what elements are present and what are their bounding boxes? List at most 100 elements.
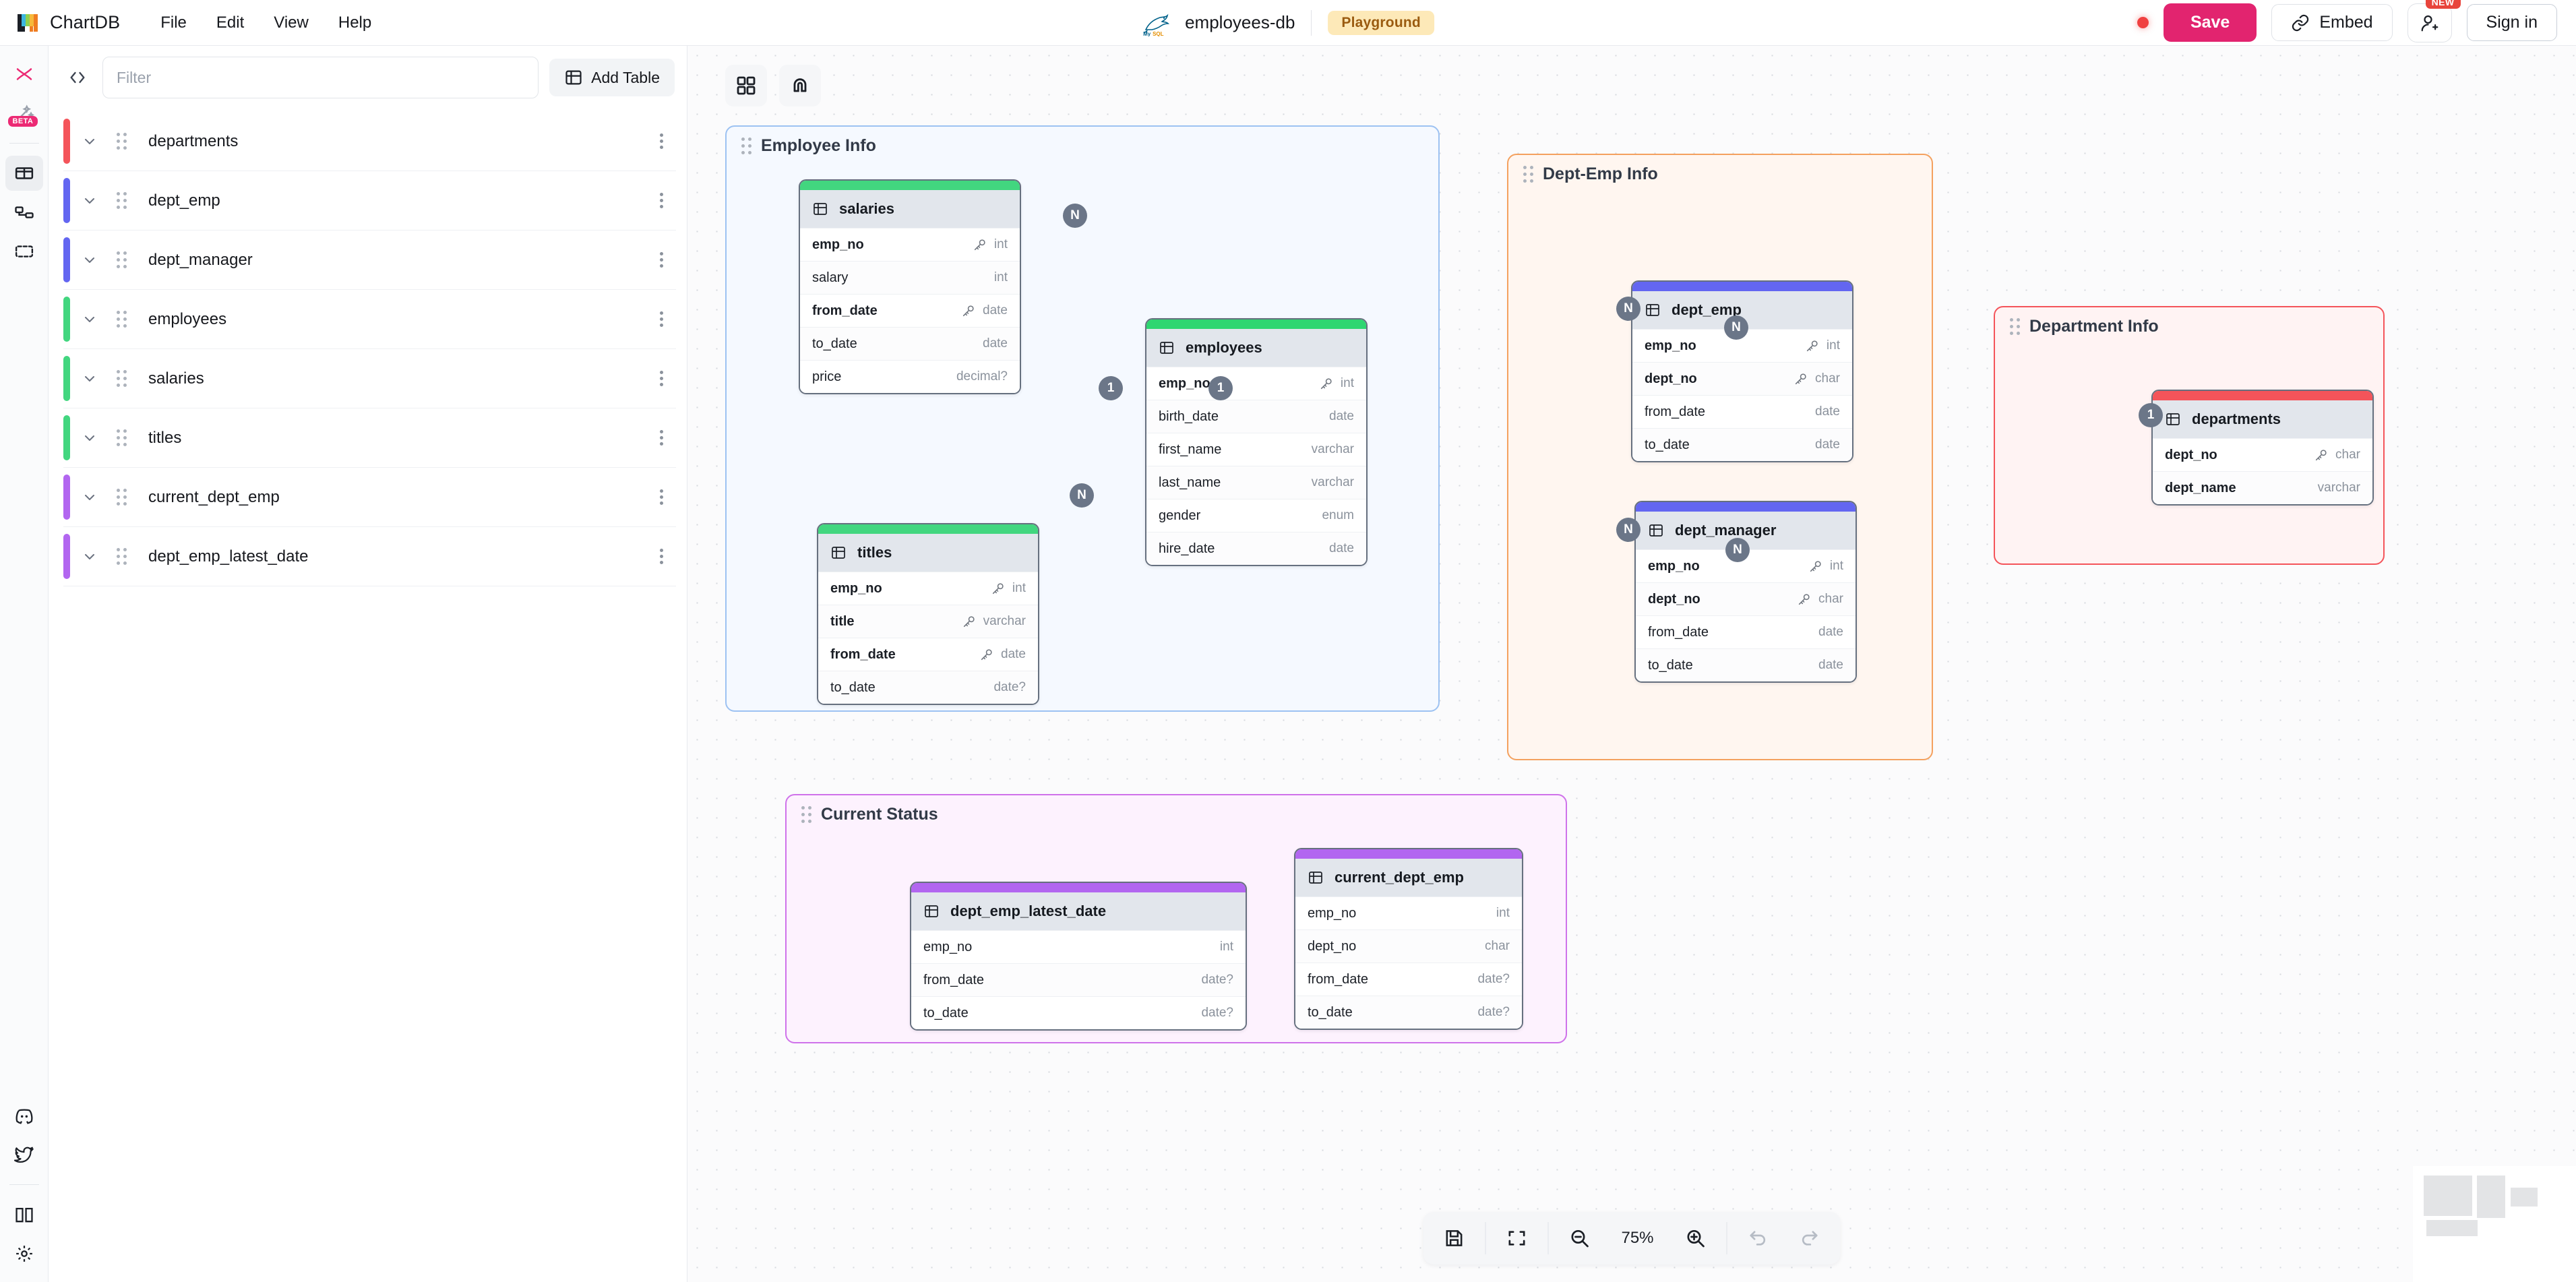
table-field-row[interactable]: dept_nochar (2153, 438, 2372, 471)
chevron-down-icon[interactable] (78, 430, 101, 446)
table-field-row[interactable]: emp_noint (1295, 896, 1522, 929)
rail-item-discord[interactable] (5, 1098, 43, 1133)
table-field-row[interactable]: dept_namevarchar (2153, 471, 2372, 504)
diagram-table[interactable]: dept_manageremp_nointdept_nocharfrom_dat… (1634, 501, 1857, 683)
table-options-button[interactable] (646, 252, 676, 268)
table-field-row[interactable]: dept_nochar (1295, 929, 1522, 963)
chevron-down-icon[interactable] (78, 371, 101, 387)
drag-handle-icon[interactable] (109, 489, 133, 506)
table-options-button[interactable] (646, 133, 676, 149)
chevron-down-icon[interactable] (78, 311, 101, 328)
chevron-down-icon[interactable] (78, 193, 101, 209)
redo-button[interactable] (1785, 1217, 1834, 1259)
table-field-row[interactable]: salaryint (800, 261, 1020, 294)
zoom-out-button[interactable] (1556, 1217, 1604, 1259)
chevron-down-icon[interactable] (78, 489, 101, 506)
zoom-level[interactable]: 75% (1607, 1229, 1669, 1248)
table-field-row[interactable]: to_datedate? (911, 996, 1246, 1029)
table-list[interactable]: departmentsdept_empdept_manageremployees… (49, 108, 687, 1282)
drag-handle-icon[interactable] (2010, 318, 2020, 335)
drag-handle-icon[interactable] (109, 548, 133, 565)
table-list-item[interactable]: salaries (63, 349, 676, 408)
table-list-item[interactable]: titles (63, 408, 676, 468)
diagram-table[interactable]: dept_emp_latest_dateemp_nointfrom_dateda… (910, 882, 1247, 1031)
table-field-row[interactable]: from_datedate (818, 638, 1038, 671)
table-options-button[interactable] (646, 311, 676, 327)
table-field-row[interactable]: dept_nochar (1632, 362, 1852, 395)
collapse-sidebar-button[interactable] (63, 63, 92, 92)
rail-item-settings[interactable] (5, 1236, 43, 1271)
drag-handle-icon[interactable] (741, 138, 752, 154)
table-list-item[interactable]: current_dept_emp (63, 468, 676, 527)
minimap[interactable] (2413, 1166, 2576, 1282)
drag-handle-icon[interactable] (109, 133, 133, 150)
fit-to-screen-button[interactable] (1493, 1217, 1541, 1259)
table-header[interactable]: salaries (800, 190, 1020, 228)
table-field-row[interactable]: emp_noint (911, 930, 1246, 963)
drag-handle-icon[interactable] (109, 429, 133, 446)
table-field-row[interactable]: emp_noint (800, 228, 1020, 261)
table-field-row[interactable]: from_datedate? (911, 963, 1246, 996)
menu-help[interactable]: Help (324, 8, 386, 38)
table-field-row[interactable]: first_namevarchar (1146, 433, 1366, 466)
table-field-row[interactable]: to_datedate (1632, 428, 1852, 461)
brand[interactable]: ChartDB (0, 12, 120, 33)
table-field-row[interactable]: dept_nochar (1636, 582, 1856, 615)
chevron-down-icon[interactable] (78, 252, 101, 268)
menu-edit[interactable]: Edit (202, 8, 259, 38)
drag-handle-icon[interactable] (109, 370, 133, 387)
table-header[interactable]: dept_emp_latest_date (911, 892, 1246, 930)
undo-button[interactable] (1734, 1217, 1783, 1259)
save-button[interactable]: Save (2164, 3, 2257, 42)
save-diagram-button[interactable] (1430, 1217, 1479, 1259)
table-field-row[interactable]: to_datedate? (818, 671, 1038, 704)
diagram-table[interactable]: dept_empemp_nointdept_nocharfrom_datedat… (1631, 280, 1853, 462)
table-list-item[interactable]: dept_emp (63, 171, 676, 231)
menu-file[interactable]: File (146, 8, 202, 38)
table-field-row[interactable]: birth_datedate (1146, 400, 1366, 433)
table-header[interactable]: current_dept_emp (1295, 859, 1522, 896)
menu-view[interactable]: View (259, 8, 324, 38)
rail-item-tables[interactable] (5, 156, 43, 191)
diagram-table[interactable]: current_dept_empemp_nointdept_nocharfrom… (1294, 848, 1523, 1030)
table-field-row[interactable]: emp_noint (1146, 367, 1366, 400)
table-options-button[interactable] (646, 193, 676, 208)
table-header[interactable]: employees (1146, 329, 1366, 367)
table-options-button[interactable] (646, 489, 676, 505)
table-list-item[interactable]: employees (63, 290, 676, 349)
rail-item-twitter[interactable] (5, 1137, 43, 1172)
table-header[interactable]: departments (2153, 400, 2372, 438)
rail-item-relationships[interactable] (5, 195, 43, 230)
rail-item-areas[interactable] (5, 234, 43, 269)
snap-magnet-button[interactable] (779, 65, 821, 106)
drag-handle-icon[interactable] (801, 806, 811, 823)
table-options-button[interactable] (646, 549, 676, 564)
sign-in-button[interactable]: Sign in (2467, 4, 2557, 41)
chevron-down-icon[interactable] (78, 549, 101, 565)
zoom-in-button[interactable] (1672, 1217, 1720, 1259)
table-field-row[interactable]: to_datedate (800, 327, 1020, 360)
diagram-table[interactable]: employeesemp_nointbirth_datedatefirst_na… (1145, 318, 1368, 566)
drag-handle-icon[interactable] (109, 192, 133, 209)
filter-input[interactable] (102, 57, 539, 98)
table-field-row[interactable]: genderenum (1146, 499, 1366, 532)
table-field-row[interactable]: emp_noint (818, 572, 1038, 605)
diagram-title[interactable]: employees-db (1185, 12, 1295, 33)
table-header[interactable]: titles (818, 534, 1038, 572)
table-field-row[interactable]: to_datedate (1636, 648, 1856, 681)
table-field-row[interactable]: from_datedate (800, 294, 1020, 327)
ai-magic-icon-button[interactable] (5, 57, 43, 92)
table-field-row[interactable]: titlevarchar (818, 605, 1038, 638)
grid-toggle-button[interactable] (725, 65, 767, 106)
chevron-down-icon[interactable] (78, 133, 101, 150)
rail-item-docs[interactable] (5, 1197, 43, 1232)
table-field-row[interactable]: pricedecimal? (800, 360, 1020, 393)
table-field-row[interactable]: from_datedate? (1295, 963, 1522, 996)
magic-wand-icon-button[interactable]: BETA (5, 96, 43, 131)
table-options-button[interactable] (646, 371, 676, 386)
table-field-row[interactable]: last_namevarchar (1146, 466, 1366, 499)
table-options-button[interactable] (646, 430, 676, 446)
table-field-row[interactable]: from_datedate (1632, 395, 1852, 428)
table-field-row[interactable]: hire_datedate (1146, 532, 1366, 565)
drag-handle-icon[interactable] (1523, 166, 1533, 183)
